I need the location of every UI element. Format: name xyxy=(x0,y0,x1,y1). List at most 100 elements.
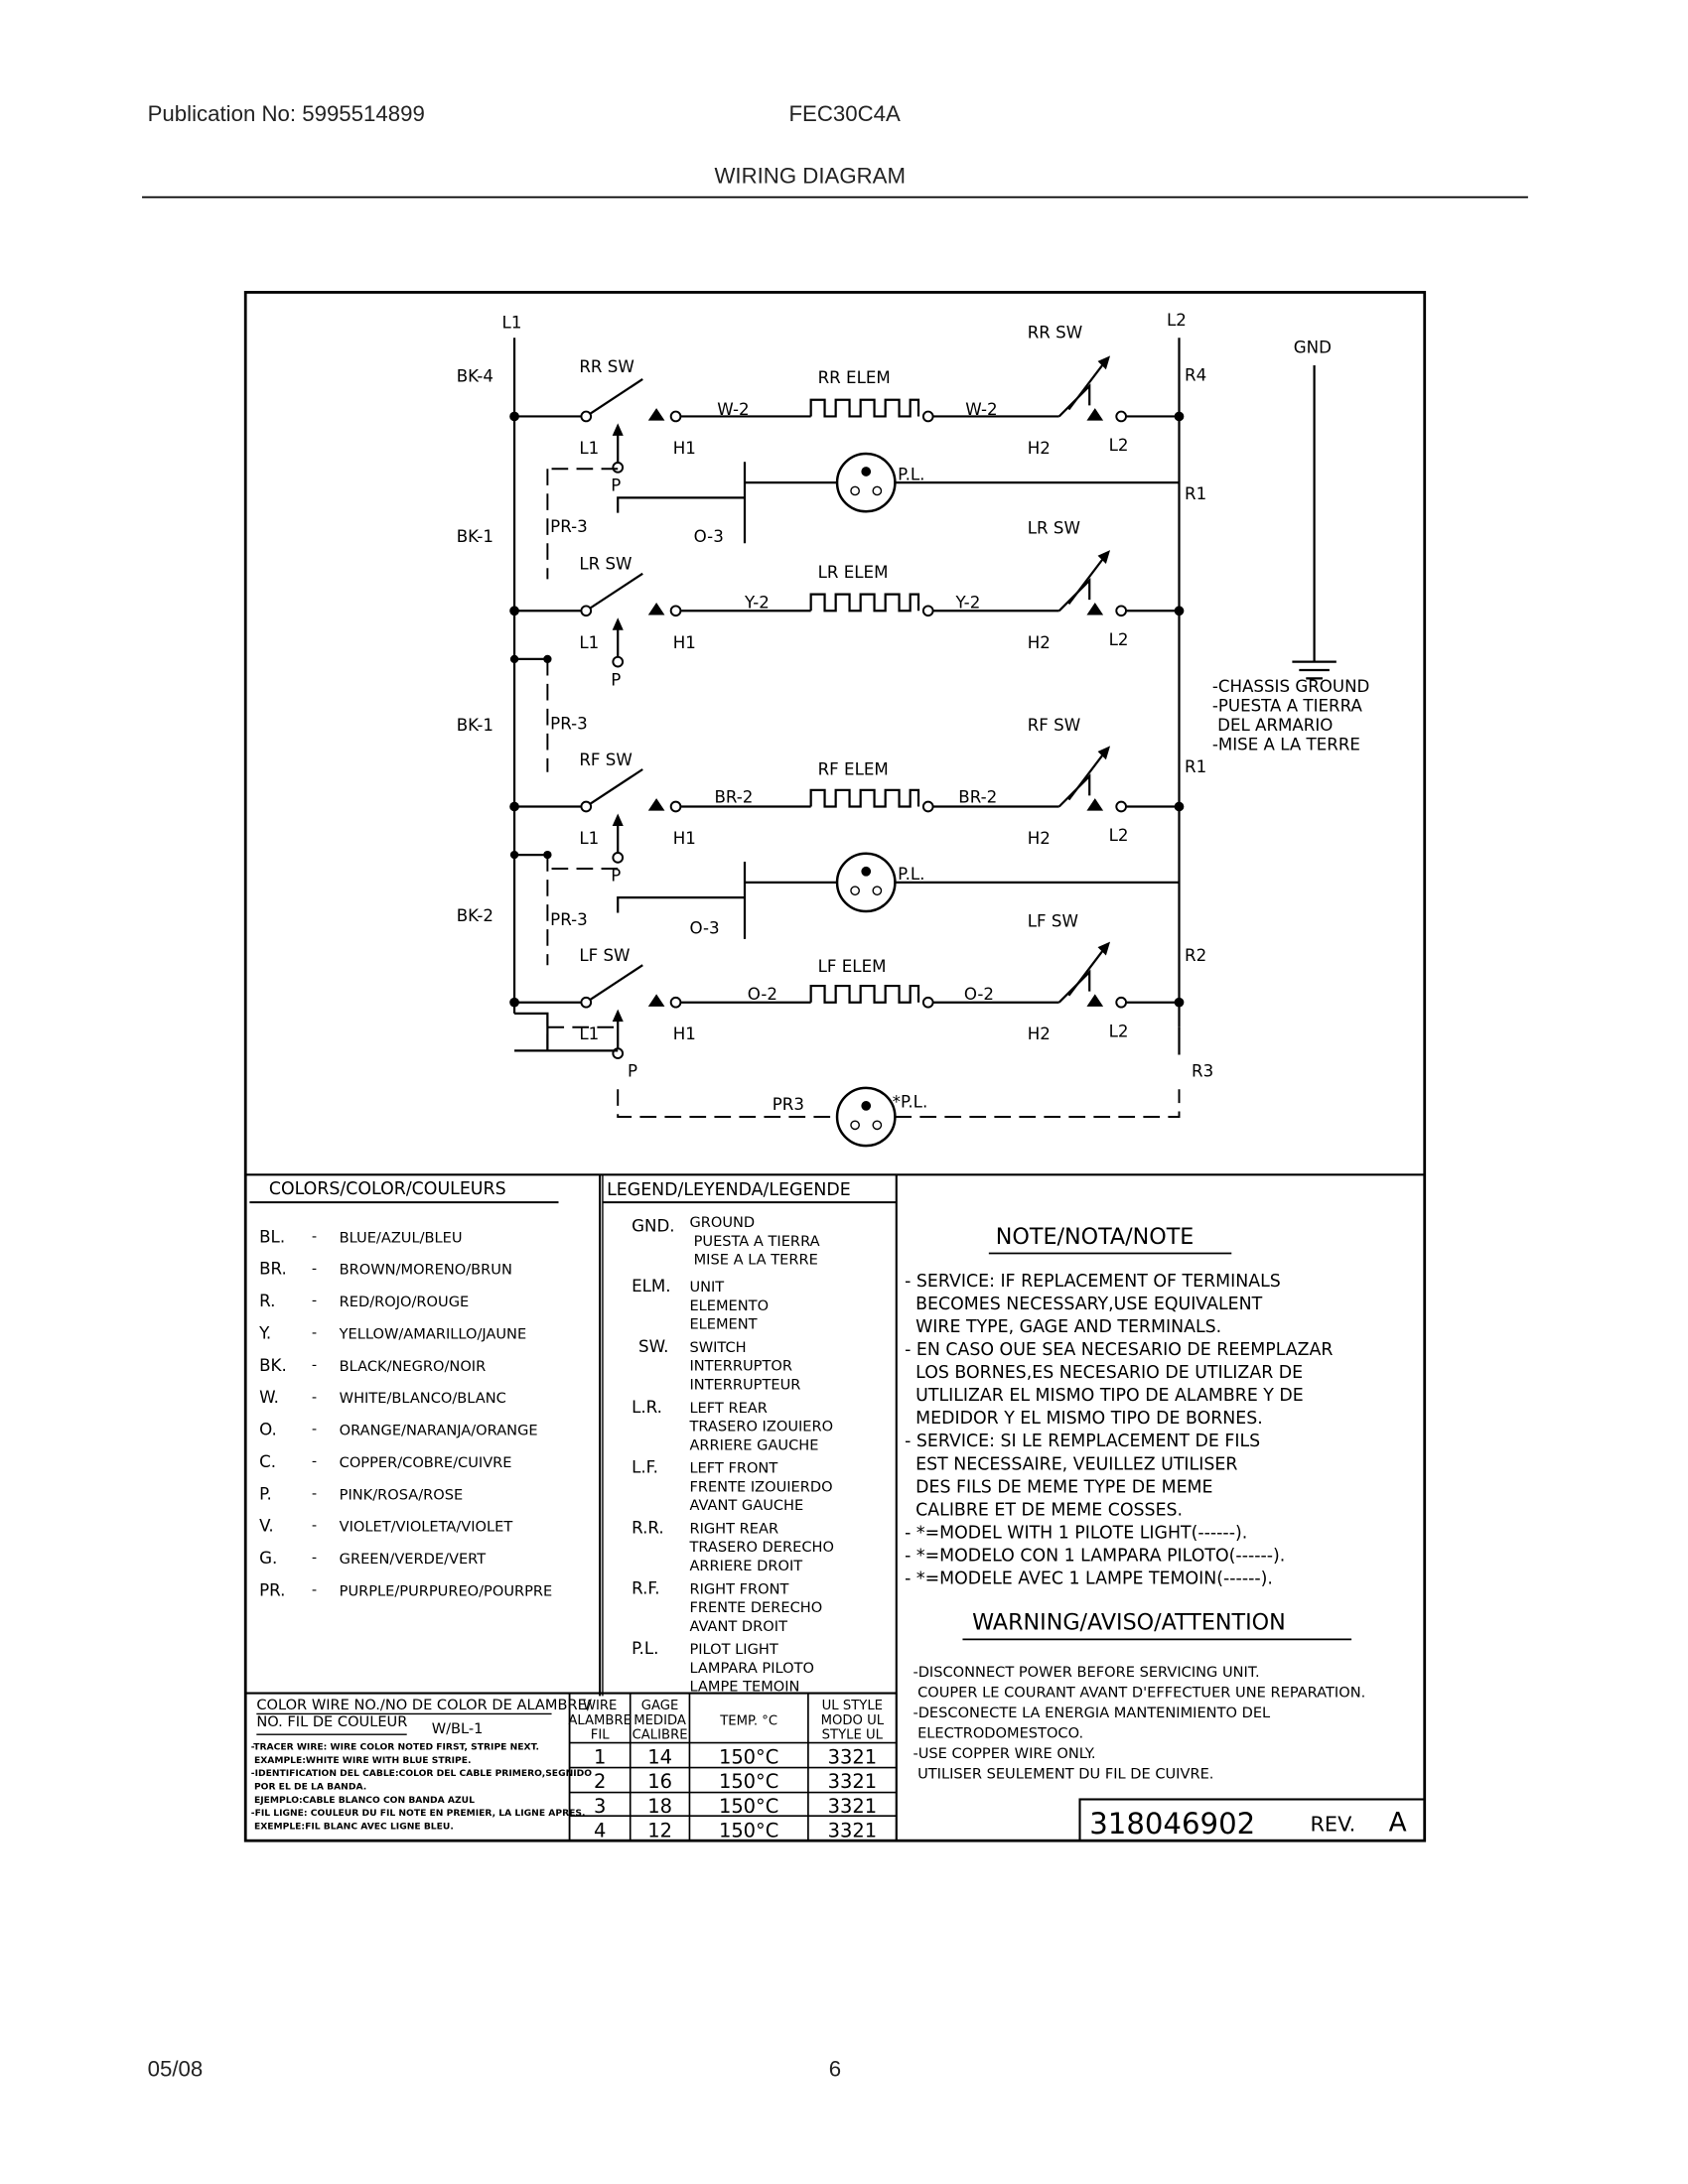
legend-text: FRENTE IZOUIERDO xyxy=(689,1478,832,1495)
switch-contact-icon xyxy=(1086,408,1104,421)
legend-text: GROUND xyxy=(689,1214,755,1231)
color-name: YELLOW/AMARILLO/JAUNE xyxy=(339,1325,527,1342)
label-pr3-opt: PR3 xyxy=(773,1095,804,1114)
warning-line: -DISCONNECT POWER BEFORE SERVICING UNIT. xyxy=(913,1664,1259,1681)
wire-code-note: EXAMPLE:WHITE WIRE WITH BLUE STRIPE. xyxy=(251,1755,472,1766)
infinite-switch-blade-icon xyxy=(589,964,643,1001)
switch-contact-icon xyxy=(647,994,665,1007)
infinite-switch-blade-icon xyxy=(589,378,643,415)
table-header: ALAMBRE xyxy=(568,1713,632,1728)
color-name: VIOLET/VIOLETA/VIOLET xyxy=(340,1519,513,1536)
legend-code: SW. xyxy=(638,1337,668,1356)
color-dash: - xyxy=(312,1550,317,1567)
terminal xyxy=(921,800,934,813)
schematic-labels: L1 L2 GND BK-4 BK-1 BK-1 BK-2 RR SW LR S… xyxy=(457,311,1370,1114)
table-header: GAGE xyxy=(641,1699,679,1713)
color-code: BR. xyxy=(259,1260,287,1279)
thermal-switch-icon xyxy=(1057,969,1091,1004)
heating-element-icon xyxy=(809,984,920,1004)
color-dash: - xyxy=(312,1293,317,1309)
wire xyxy=(617,896,745,913)
arrow-head-icon xyxy=(612,1009,624,1023)
label-rr-elem: RR ELEM xyxy=(818,368,891,387)
wire-code-section: COLOR WIRE NO./NO DE COLOR DE ALAMBRE/ N… xyxy=(245,1692,897,1842)
diagram-frame xyxy=(243,291,1427,1843)
color-dash: - xyxy=(312,1324,317,1341)
thermal-switch-icon xyxy=(1057,578,1091,613)
notes-section: NOTE/NOTA/NOTE - SERVICE: IF REPLACEMENT… xyxy=(905,1224,1365,1783)
color-name: PINK/ROSA/ROSE xyxy=(340,1486,464,1503)
label-rr-sw-r: RR SW xyxy=(1028,323,1082,341)
arrow-head-icon xyxy=(612,813,624,826)
switch-contact xyxy=(580,996,593,1009)
label-lr-sw-r: LR SW xyxy=(1028,519,1080,538)
note-line: WIRE TYPE, GAGE AND TERMINALS. xyxy=(905,1317,1221,1337)
label-y2b: Y-2 xyxy=(954,594,980,613)
color-code: Y. xyxy=(258,1323,271,1342)
label-lr-elem: LR ELEM xyxy=(818,563,889,582)
legend-title: LEGEND/LEYENDA/LEGENDE xyxy=(607,1180,851,1200)
note-line: - EN CASO OUE SEA NECESARIO DE REEMPLAZA… xyxy=(905,1340,1333,1360)
color-code: PR. xyxy=(259,1580,285,1599)
table-cell: 3 xyxy=(594,1795,606,1818)
note-line: - *=MODEL WITH 1 PILOTE LIGHT(------). xyxy=(905,1523,1247,1543)
legend-text: MISE A LA TERRE xyxy=(694,1252,818,1269)
chassis-ground-line: -PUESTA A TIERRA xyxy=(1212,697,1363,716)
terminal xyxy=(921,605,934,617)
table-cell: 3321 xyxy=(828,1745,877,1768)
terminal xyxy=(1115,605,1127,617)
table-cell: 14 xyxy=(647,1745,672,1768)
legend-text: LEFT REAR xyxy=(689,1400,767,1417)
table-cell: 16 xyxy=(647,1770,672,1793)
legend-text: RIGHT REAR xyxy=(689,1520,778,1537)
label-rf-elem: RF ELEM xyxy=(818,760,889,779)
table-cell: 2 xyxy=(594,1770,606,1793)
note-line: LOS BORNES,ES NECESARIO DE UTILIZAR DE xyxy=(905,1363,1303,1383)
wire-pr3 xyxy=(546,469,619,1051)
note-line: - *=MODELE AVEC 1 LAMPE TEMOIN(------). xyxy=(905,1570,1273,1589)
table-cell: 150°C xyxy=(719,1820,778,1843)
heating-element-icon xyxy=(809,788,920,808)
table-header: MODO UL xyxy=(821,1713,885,1728)
terminal xyxy=(1115,996,1127,1009)
wire-code-note: -IDENTIFICATION DEL CABLE:COLOR DEL CABL… xyxy=(251,1768,592,1779)
color-code: O. xyxy=(259,1421,277,1439)
legend-text: PILOT LIGHT xyxy=(689,1641,777,1658)
legend-text: INTERRUPTEUR xyxy=(689,1376,800,1393)
label-rf-sw: RF SW xyxy=(579,751,633,769)
color-dash: - xyxy=(312,1389,317,1406)
label-pr3a: PR-3 xyxy=(550,517,588,536)
rev-label: REV. xyxy=(1310,1812,1355,1836)
label-bk4: BK-4 xyxy=(457,367,493,386)
terminal-label-h1: H1 xyxy=(673,829,696,848)
legend-section: LEGEND/LEYENDA/LEGENDE GND.GROUNDPUESTA … xyxy=(602,1180,897,1696)
color-name: PURPLE/PURPUREO/POURPRE xyxy=(340,1582,553,1599)
label-o2b: O-2 xyxy=(964,985,994,1004)
legend-text: UNIT xyxy=(689,1279,724,1296)
label-r4: R4 xyxy=(1185,365,1206,384)
part-number-box xyxy=(1078,1798,1426,1843)
switch-contact-icon xyxy=(1086,994,1104,1007)
chassis-ground-line: -CHASSIS GROUND xyxy=(1212,677,1370,696)
wire xyxy=(514,1012,619,1052)
terminal xyxy=(921,996,934,1009)
color-code: C. xyxy=(259,1452,276,1471)
schematic xyxy=(509,338,1336,1148)
note-line: BECOMES NECESSARY,USE EQUIVALENT xyxy=(905,1295,1262,1314)
note-line: UTLILIZAR EL MISMO TIPO DE ALAMBRE Y DE xyxy=(905,1386,1304,1406)
legend-text: SWITCH xyxy=(689,1339,746,1356)
part-number: 318046902 xyxy=(1089,1807,1255,1841)
label-lr-sw: LR SW xyxy=(579,555,632,574)
heating-element-icon xyxy=(809,398,920,418)
switch-contact-icon xyxy=(647,408,665,421)
legend-text: AVANT DROIT xyxy=(689,1618,787,1635)
color-name: ORANGE/NARANJA/ORANGE xyxy=(340,1423,538,1439)
color-dash: - xyxy=(312,1517,317,1534)
footer-date: 05/08 xyxy=(148,2057,204,2082)
color-name: COPPER/COBRE/CUIVRE xyxy=(340,1454,512,1471)
label-pl-2: P.L. xyxy=(898,865,924,884)
notes-title: NOTE/NOTA/NOTE xyxy=(996,1224,1195,1250)
wire-code-title-1: COLOR WIRE NO./NO DE COLOR DE ALAMBRE/ xyxy=(256,1697,591,1713)
wire-code-note: -FIL LIGNE: COULEUR DU FIL NOTE EN PREMI… xyxy=(251,1808,586,1819)
